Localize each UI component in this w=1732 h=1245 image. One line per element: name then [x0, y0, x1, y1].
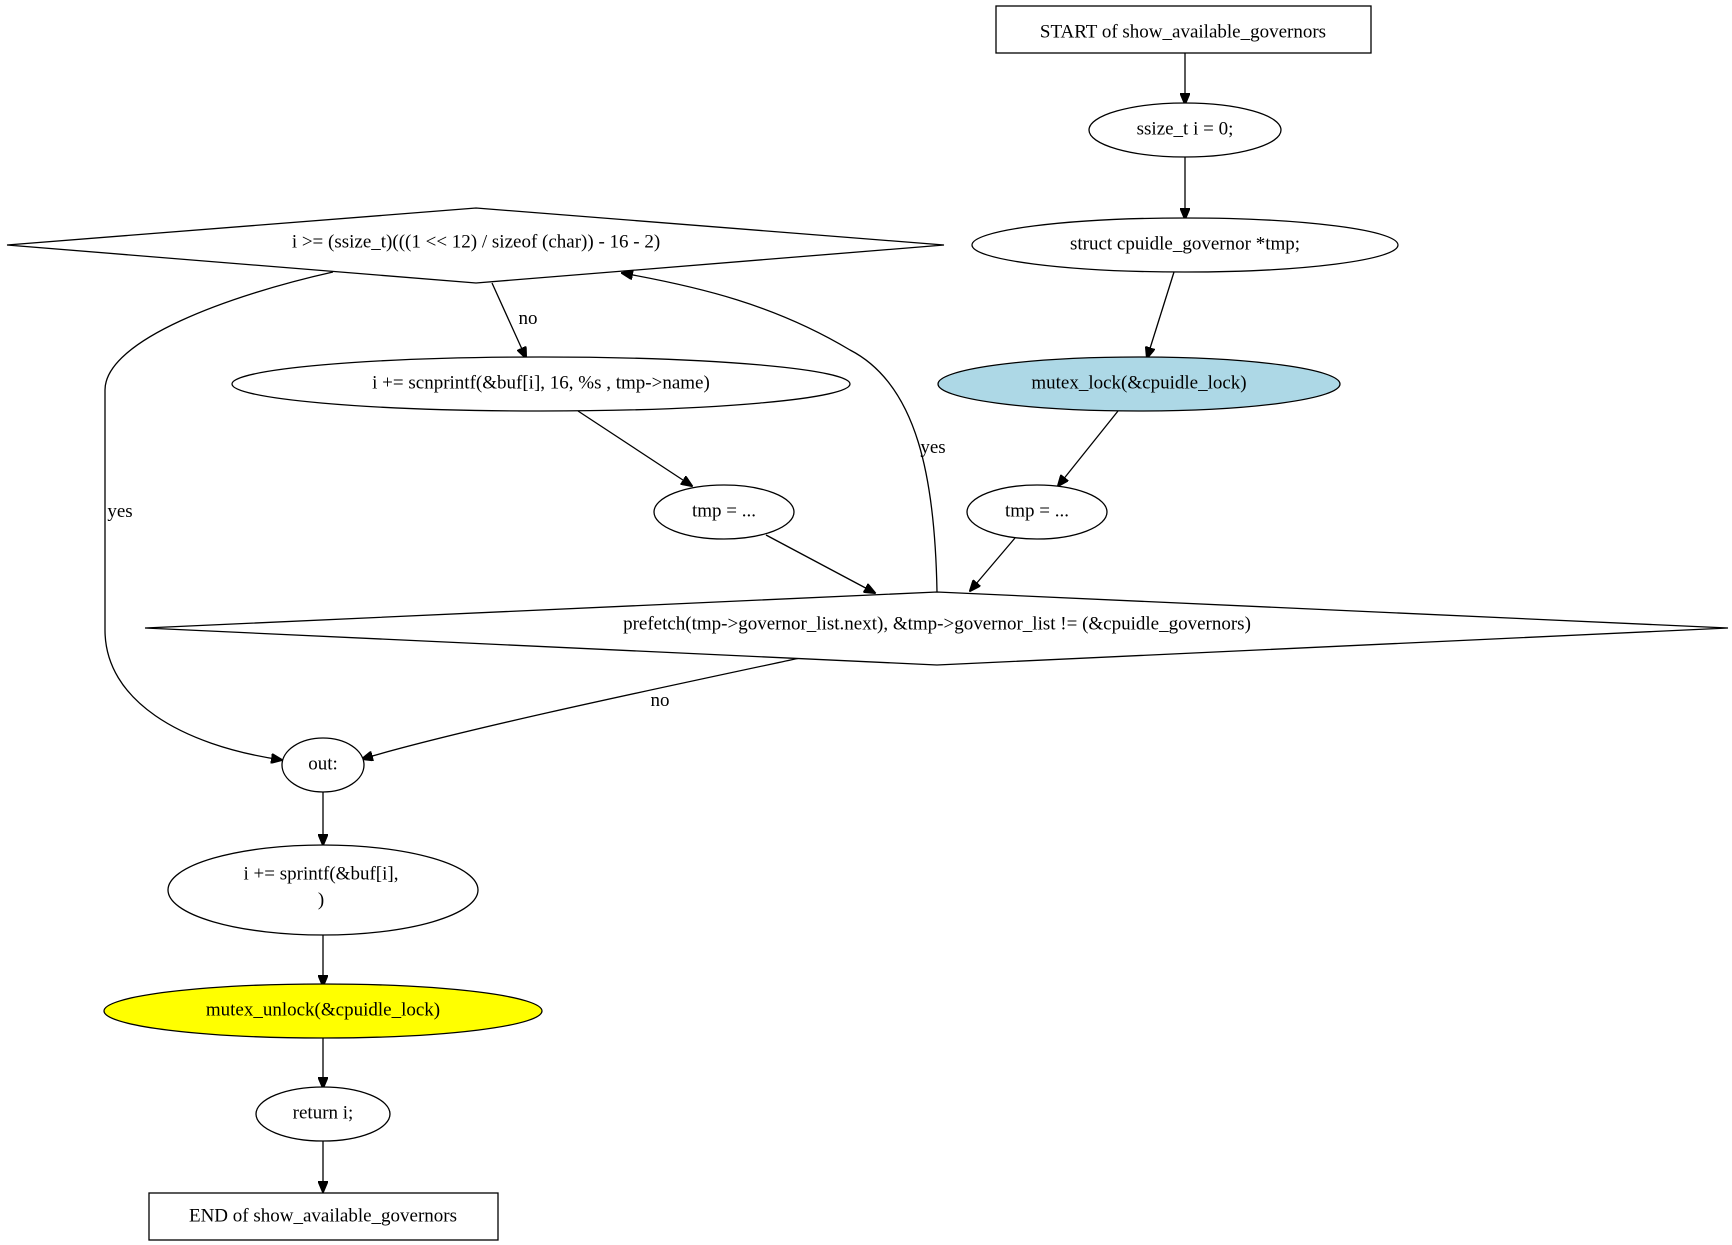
scnprintf-text: i += scnprintf(&buf[i], 16, %s , tmp->na…	[372, 372, 710, 393]
sprintf-text-line1: i += sprintf(&buf[i],	[244, 863, 399, 884]
edge-tmp-next-to-loop	[765, 534, 875, 593]
edge-tmp-init-to-loop	[970, 537, 1016, 591]
loop-cond-text: prefetch(tmp->governor_list.next), &tmp-…	[623, 613, 1251, 634]
start-box	[995, 5, 1372, 54]
edge-label-loop-yes: yes	[920, 437, 945, 458]
node-sprintf: i += sprintf(&buf[i], )	[167, 844, 479, 936]
tmp-assign-next-ellipse	[653, 484, 795, 540]
edges	[104, 52, 1185, 1192]
init-i-text: ssize_t i = 0;	[1137, 118, 1234, 139]
edge-label-size-check-yes: yes	[107, 501, 132, 522]
tmp-assign-next-text: tmp = ...	[692, 500, 756, 521]
edge-lock-to-tmp-init	[1058, 410, 1119, 486]
size-check-diamond	[6, 207, 945, 284]
edge-labels: no yes yes no	[107, 308, 945, 711]
return-i-text: return i;	[293, 1102, 354, 1123]
node-loop-cond: prefetch(tmp->governor_list.next), &tmp-…	[144, 591, 1729, 666]
node-tmp-assign-next: tmp = ...	[653, 484, 795, 540]
node-decl-tmp: struct cpuidle_governor *tmp;	[971, 217, 1399, 273]
lock-ellipse	[937, 356, 1341, 412]
node-out-label: out:	[281, 737, 365, 793]
tmp-assign-init-ellipse	[966, 484, 1108, 540]
unlock-ellipse	[103, 983, 543, 1039]
tmp-assign-init-text: tmp = ...	[1005, 500, 1069, 521]
end-box	[148, 1192, 499, 1241]
node-unlock: mutex_unlock(&cpuidle_lock)	[103, 983, 543, 1039]
unlock-text: mutex_unlock(&cpuidle_lock)	[206, 999, 440, 1020]
decl-tmp-ellipse	[971, 217, 1399, 273]
scnprintf-ellipse	[231, 356, 851, 412]
end-text: END of show_available_governors	[189, 1205, 457, 1226]
node-return-i: return i;	[255, 1086, 391, 1142]
nodes: START of show_available_governors ssize_…	[6, 5, 1729, 1241]
decl-tmp-text: struct cpuidle_governor *tmp;	[1070, 233, 1300, 254]
size-check-text: i >= (ssize_t)(((1 << 12) / sizeof (char…	[292, 231, 660, 252]
out-label-text: out:	[308, 753, 338, 774]
node-tmp-assign-init: tmp = ...	[966, 484, 1108, 540]
edge-scnprintf-to-tmp-next	[577, 410, 692, 486]
node-init-i: ssize_t i = 0;	[1088, 102, 1282, 158]
edge-label-loop-no: no	[651, 690, 670, 711]
sprintf-ellipse	[167, 844, 479, 936]
lock-text: mutex_lock(&cpuidle_lock)	[1031, 372, 1246, 393]
loop-cond-diamond	[144, 591, 1729, 666]
out-label-ellipse	[281, 737, 365, 793]
return-i-ellipse	[255, 1086, 391, 1142]
edge-size-check-no-to-scnprintf	[491, 282, 526, 358]
edge-label-size-check-no: no	[519, 308, 538, 329]
node-size-check: i >= (ssize_t)(((1 << 12) / sizeof (char…	[6, 207, 945, 284]
node-scnprintf: i += scnprintf(&buf[i], 16, %s , tmp->na…	[231, 356, 851, 412]
node-start: START of show_available_governors	[995, 5, 1372, 54]
node-end: END of show_available_governors	[148, 1192, 499, 1241]
edge-decl-to-lock	[1147, 271, 1175, 358]
init-i-ellipse	[1088, 102, 1282, 158]
edge-loop-yes-to-size-check	[622, 273, 938, 593]
start-text: START of show_available_governors	[1040, 21, 1326, 42]
sprintf-text-line2: )	[318, 889, 324, 910]
edge-loop-no-to-out	[362, 657, 801, 759]
edge-size-check-yes-to-out	[104, 271, 334, 760]
node-lock: mutex_lock(&cpuidle_lock)	[937, 356, 1341, 412]
